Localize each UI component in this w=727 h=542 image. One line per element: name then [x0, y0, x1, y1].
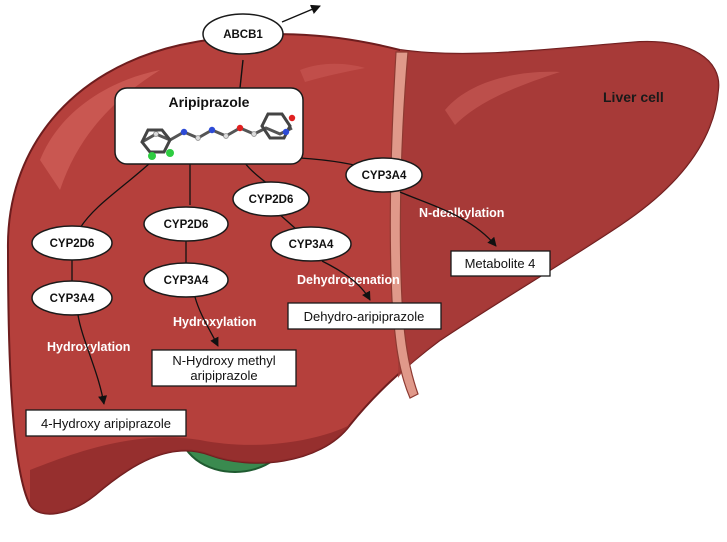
pathway-4: CYP3A4 N-dealkylation Metabolite 4 — [345, 157, 551, 277]
pathway-3-reaction: Dehydrogenation — [297, 273, 400, 287]
metabolite-n-hydroxy-line-2: aripiprazole — [190, 368, 257, 383]
liver-cell-label: Liver cell — [603, 89, 664, 105]
abcb1-transporter: ABCB1 — [202, 4, 321, 89]
pathway-3: CYP2D6 CYP3A4 Dehydrogenation Dehydro-ar… — [232, 181, 442, 330]
metabolite-dehydro: Dehydro-aripiprazole — [304, 309, 425, 324]
pathway-2: CYP2D6 CYP3A4 Hydroxylation N-Hydroxy me… — [143, 206, 297, 387]
pathway-1: CYP2D6 CYP3A4 Hydroxylation 4-Hydroxy ar… — [25, 225, 187, 437]
pathway-1-enzyme-a: CYP2D6 — [50, 238, 95, 250]
molecule-structure-icon — [140, 112, 296, 160]
aripiprazole-box: Aripiprazole — [114, 87, 304, 165]
pathway-4-enzyme-a: CYP3A4 — [362, 170, 407, 182]
pathway-1-enzyme-b: CYP3A4 — [50, 293, 95, 305]
pathway-2-enzyme-a: CYP2D6 — [164, 219, 209, 231]
metabolite-4: Metabolite 4 — [465, 256, 536, 271]
abcb1-label: ABCB1 — [223, 29, 263, 41]
pathway-3-enzyme-b: CYP3A4 — [289, 239, 334, 251]
pathway-4-reaction: N-dealkylation — [419, 206, 504, 220]
metabolite-n-hydroxy-line-1: N-Hydroxy methyl — [172, 353, 275, 368]
pathway-1-reaction: Hydroxylation — [47, 340, 130, 354]
efflux-arrow — [281, 4, 321, 23]
aripiprazole-title: Aripiprazole — [169, 94, 250, 110]
pathway-3-enzyme-a: CYP2D6 — [249, 194, 294, 206]
metabolite-4-hydroxy: 4-Hydroxy aripiprazole — [41, 416, 171, 431]
pathway-2-reaction: Hydroxylation — [173, 315, 256, 329]
pathway-2-enzyme-b: CYP3A4 — [164, 275, 209, 287]
